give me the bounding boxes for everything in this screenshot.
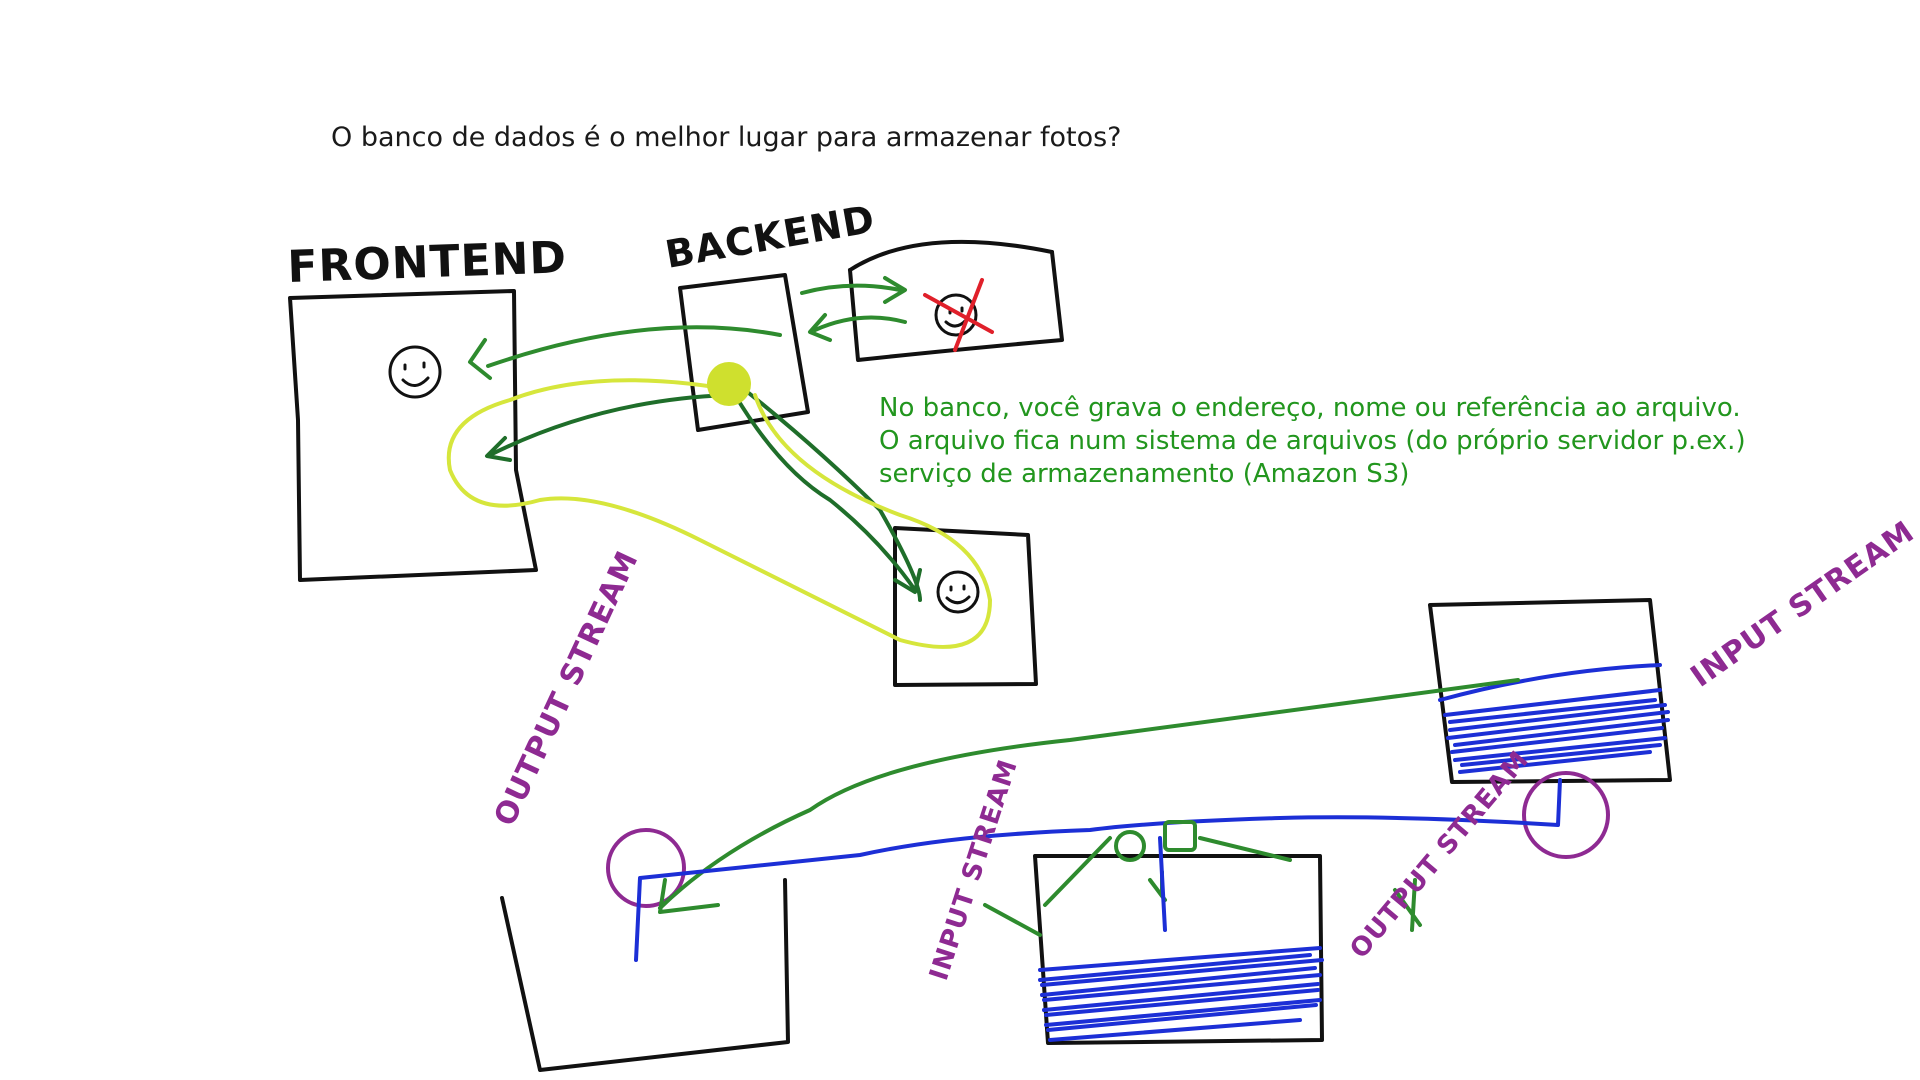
green-arrows (468, 276, 907, 380)
crossed-smiley-icon (923, 278, 994, 352)
red-cross-icon (923, 278, 994, 352)
lime-loop (446, 362, 992, 649)
right-box-fill (1438, 663, 1670, 774)
smiley-icon (388, 345, 442, 399)
middle-connectors (1043, 820, 1292, 907)
explanation-note: No banco, você grava o endereço, nome ou… (879, 392, 1746, 491)
frontend-label: FRONTEND (287, 232, 568, 293)
middle-box-fill (1038, 946, 1324, 1042)
file-smiley-icon (936, 570, 980, 614)
backend-label: BACKEND (662, 197, 878, 277)
output-stream-label-left: OUTPUT STREAM (488, 545, 646, 831)
frontend-box (288, 289, 538, 582)
note-line-2: O arquivo fica num sistema de arquivos (… (879, 426, 1746, 456)
green-arrowhead (658, 878, 720, 914)
green-transfer-line (658, 678, 1520, 910)
input-stream-label-right: INPUT STREAM (1685, 514, 1920, 694)
output-stream-circle-left (606, 828, 686, 908)
note-line-3: serviço de armazenamento (Amazon S3) (879, 459, 1410, 489)
input-stream-label-middle: INPUT STREAM (924, 756, 1024, 985)
lime-dot (707, 362, 751, 406)
middle-slash-marks (983, 878, 1422, 937)
file-storage-box (893, 526, 1038, 687)
blue-drop-line (1158, 836, 1167, 932)
output-stream-label-middle: OUTPUT STREAM (1344, 745, 1535, 964)
left-box (500, 878, 790, 1072)
right-box (1428, 598, 1672, 784)
note-line-1: No banco, você grava o endereço, nome ou… (879, 393, 1741, 423)
question-title: O banco de dados é o melhor lugar para a… (331, 122, 1122, 153)
input-stream-circle-right (1522, 771, 1610, 859)
blue-transfer-line (634, 778, 1562, 962)
